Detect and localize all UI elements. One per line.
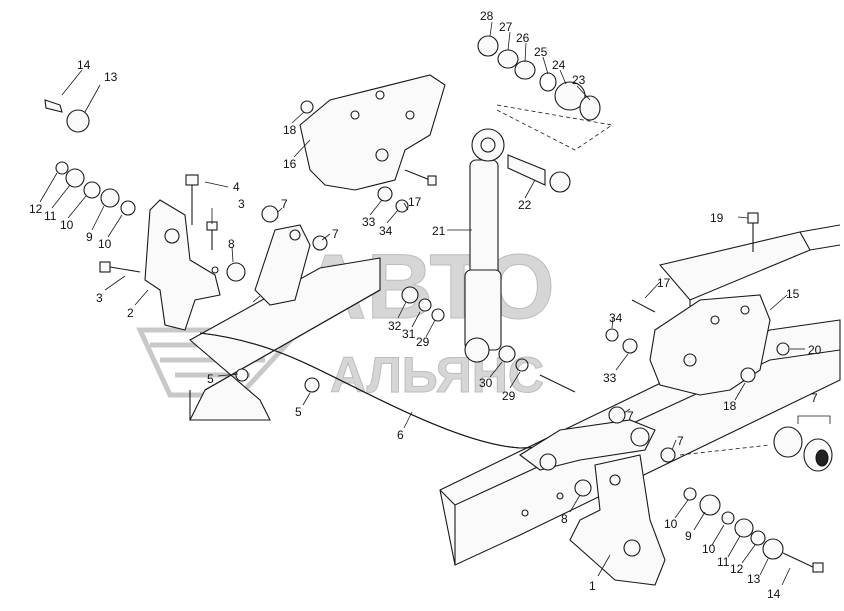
callout-14: 14 <box>77 58 91 72</box>
callout-31: 31 <box>402 327 416 341</box>
callout-32: 32 <box>388 319 402 333</box>
callout-2: 2 <box>127 306 134 320</box>
callout-10: 10 <box>664 517 678 531</box>
callout-18: 18 <box>283 123 297 137</box>
callout-30: 30 <box>479 376 493 390</box>
dashed-outline-top <box>496 104 614 151</box>
callout-7: 7 <box>281 197 288 211</box>
callout-12: 12 <box>29 202 43 216</box>
callout-29: 29 <box>502 389 516 403</box>
callout-27: 27 <box>499 20 513 34</box>
callout-17: 17 <box>657 276 671 290</box>
callout-19: 19 <box>710 211 724 225</box>
callout-14: 14 <box>767 587 781 601</box>
callout-18: 18 <box>723 399 737 413</box>
callout-24: 24 <box>552 58 566 72</box>
callout-11: 11 <box>44 209 57 223</box>
bracket-lower <box>569 454 666 586</box>
callout-8: 8 <box>228 237 235 251</box>
bracket-left <box>144 199 221 331</box>
watermark-line1: АВТО <box>300 236 555 338</box>
callout-22: 22 <box>518 198 532 212</box>
pin-22 <box>507 154 571 193</box>
callout-25: 25 <box>534 45 548 59</box>
fasteners <box>44 99 824 573</box>
callout-28: 28 <box>480 9 494 23</box>
callout-20: 20 <box>808 343 822 357</box>
callout-29: 29 <box>416 335 430 349</box>
callout-10: 10 <box>702 542 716 556</box>
callout-10: 10 <box>98 237 112 251</box>
callout-17: 17 <box>408 195 422 209</box>
callout-7: 7 <box>811 391 818 405</box>
callout-23: 23 <box>572 73 586 87</box>
callout-9: 9 <box>86 230 93 244</box>
bracket-upper <box>299 74 446 191</box>
callout-8: 8 <box>561 512 568 526</box>
shock-absorber <box>464 128 505 363</box>
callout-7: 7 <box>627 409 634 423</box>
callout-5: 5 <box>207 372 214 386</box>
callout-3: 3 <box>238 197 245 211</box>
callout-7: 7 <box>677 434 684 448</box>
callout-21: 21 <box>432 224 446 238</box>
callout-16: 16 <box>283 157 297 171</box>
callout-1: 1 <box>589 579 596 593</box>
leader-lines <box>39 21 805 586</box>
callout-26: 26 <box>516 31 530 45</box>
callout-numbers: 14 13 12 11 10 9 10 4 3 8 3 2 7 7 5 5 6 … <box>29 9 822 601</box>
callout-5: 5 <box>295 405 302 419</box>
callout-33: 33 <box>362 215 376 229</box>
callout-9: 9 <box>685 529 692 543</box>
callout-33: 33 <box>603 371 617 385</box>
callout-7: 7 <box>332 227 339 241</box>
callout-6: 6 <box>397 428 404 442</box>
callout-12: 12 <box>730 562 744 576</box>
callout-34: 34 <box>609 311 623 325</box>
callout-4: 4 <box>233 180 240 194</box>
lever-right <box>519 419 656 471</box>
callout-15: 15 <box>786 287 800 301</box>
callout-34: 34 <box>379 224 393 238</box>
callout-13: 13 <box>747 572 761 586</box>
callout-11: 11 <box>717 555 730 569</box>
frame-rail-left <box>189 257 381 421</box>
bushing-exploded-right <box>679 415 833 472</box>
callout-13: 13 <box>104 70 118 84</box>
bushing-stack-top <box>477 35 601 121</box>
callout-10: 10 <box>60 218 74 232</box>
bracket-middle <box>254 224 311 306</box>
callout-3: 3 <box>96 291 103 305</box>
